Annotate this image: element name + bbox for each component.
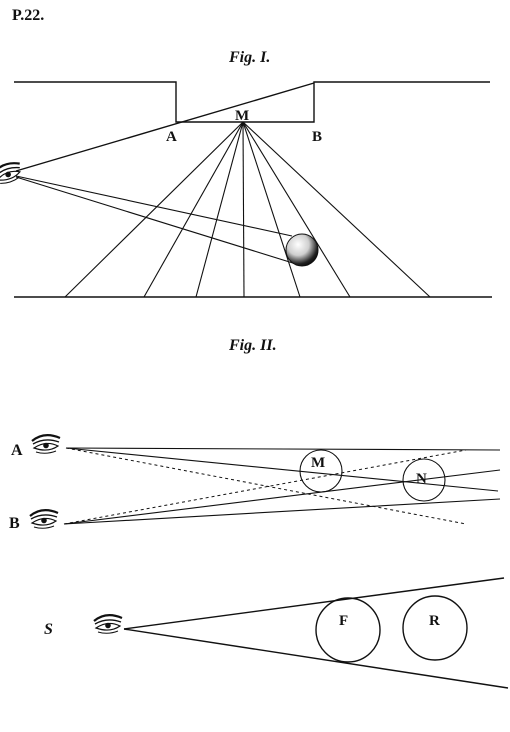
fig2-cone-lower [123,628,509,689]
fig1-label-m: M [235,108,249,124]
fig2-circle-f [315,597,381,663]
fig2-label-m: M [311,455,325,471]
fig2-label-r: R [429,613,440,629]
fig1-eye-ray-lower [15,176,297,265]
fig2-eye-a-icon [30,434,62,455]
fig2-label-b: B [9,515,20,532]
fig2-label-a: A [11,442,23,459]
fig2-eye-s-icon [92,614,124,635]
fig1-ray-fan [64,121,431,298]
fig2-circle-m [299,449,343,493]
fig2-ray-b-2 [63,498,501,525]
fig1-caption: Fig. I. [228,49,270,66]
fig2-label-f: F [339,613,348,629]
fig1-label-b: B [312,129,322,145]
fig2-caption: Fig. II. [228,337,277,354]
fig1-sight-line [15,82,315,172]
fig2-ray-b-1 [63,469,501,525]
fig2-ray-a-1 [65,447,501,451]
fig1-ball [285,233,319,267]
fig1-eye-icon [0,159,25,187]
fig1-eye-ray-upper [15,175,293,237]
fig2-cone-upper [123,577,505,630]
page-label: P.22. [12,7,44,24]
fig2-circle-r [402,595,468,661]
fig1-upper-outline [14,81,490,123]
fig2-eye-b-icon [28,509,60,530]
fig2-label-s: S [44,621,53,638]
fig2-ray-b-dotted [63,449,467,525]
fig2-ray-a-2 [65,447,499,492]
fig2-circle-n [402,458,446,502]
figure-1: Fig. I. A M B [0,49,492,298]
fig1-label-a: A [166,129,177,145]
fig2-label-n: N [416,471,427,487]
figure-2: Fig. II. A B M N S F [9,337,509,689]
fig2-ray-a-dotted [65,447,467,525]
